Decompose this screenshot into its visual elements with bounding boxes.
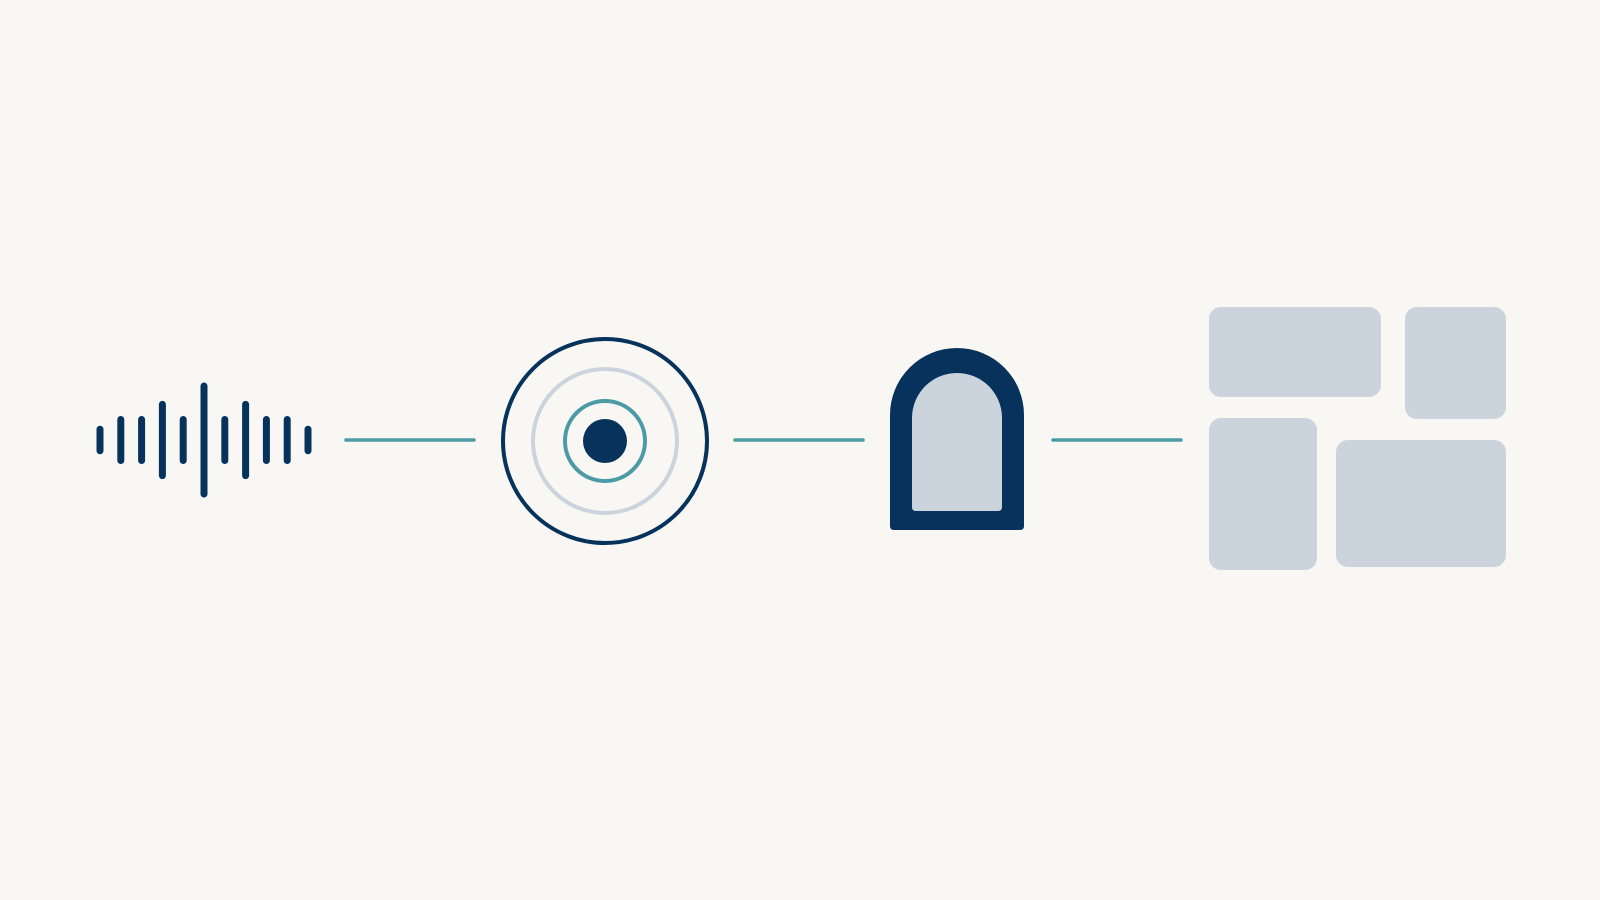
concentric-circles-icon xyxy=(501,337,709,545)
arch-doorway-icon xyxy=(890,348,1024,530)
grid-tile-3 xyxy=(1209,418,1317,570)
inner-ring xyxy=(563,399,647,483)
grid-tile-1 xyxy=(1209,307,1381,397)
grid-tile-2 xyxy=(1405,307,1506,419)
center-dot xyxy=(583,419,627,463)
tile-grid-icon xyxy=(1209,307,1506,570)
middle-ring xyxy=(531,367,679,515)
outer-ring xyxy=(501,337,709,545)
arch-inner xyxy=(912,373,1002,511)
audio-waveform-icon xyxy=(96,382,312,498)
grid-tile-4 xyxy=(1336,440,1506,567)
